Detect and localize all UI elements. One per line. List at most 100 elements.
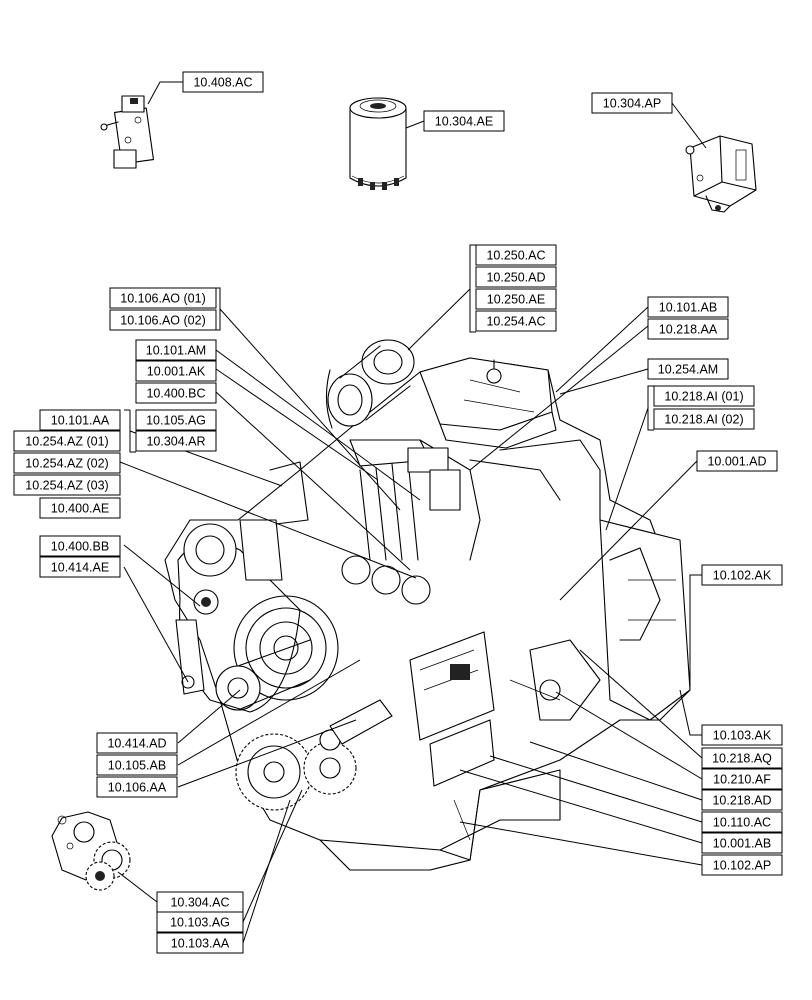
part-number-text: 10.304.AC	[170, 896, 229, 910]
part-label-box	[647, 296, 729, 318]
part-label-10-218-ad: 10.218.AD	[701, 789, 783, 811]
part-number-text: 10.304.AP	[603, 97, 661, 111]
part-label-10-408-ac: 10.408.AC	[182, 71, 264, 93]
part-label-10-254-ac: 10.254.AC	[475, 310, 557, 332]
part-label-10-414-ad: 10.414.AD	[96, 732, 178, 754]
part-label-10-110-ac: 10.110.AC	[701, 811, 783, 833]
part-label-10-304-ar: 10.304.AR	[135, 430, 217, 452]
part-label-box	[696, 450, 778, 472]
part-label-box	[13, 474, 121, 496]
oil-pump-illustration	[51, 811, 131, 891]
part-number-text: 10.250.AD	[486, 271, 545, 285]
part-label-box	[653, 408, 755, 430]
part-label-box	[701, 789, 783, 811]
part-label-10-102-ap: 10.102.AP	[701, 854, 783, 876]
part-label-10-254-az-03: 10.254.AZ (03)	[13, 474, 121, 496]
part-number-text: 10.254.AZ (01)	[25, 435, 108, 449]
part-label-10-254-az-01: 10.254.AZ (01)	[13, 430, 121, 452]
part-label-10-218-ai-01: 10.218.AI (01)	[653, 385, 755, 407]
part-label-10-103-ak: 10.103.AK	[701, 724, 783, 746]
part-number-text: 10.400.BB	[51, 540, 109, 554]
part-number-text: 10.103.AA	[171, 937, 230, 951]
part-label-10-400-bc: 10.400.BC	[135, 382, 217, 404]
part-label-10-103-ag: 10.103.AG	[156, 911, 244, 933]
part-number-text: 10.106.AO (02)	[120, 314, 205, 328]
part-label-10-001-ab: 10.001.AB	[701, 832, 783, 854]
part-number-text: 10.250.AE	[487, 293, 545, 307]
oil-cooler-illustration	[685, 135, 757, 213]
part-label-box	[135, 430, 217, 452]
part-number-text: 10.400.AE	[51, 502, 109, 516]
part-label-box	[701, 768, 783, 790]
part-label-box	[591, 92, 673, 114]
engine-illustration	[164, 339, 691, 871]
part-number-text: 10.101.AB	[659, 301, 717, 315]
part-number-text: 10.103.AK	[713, 729, 772, 743]
part-label-box	[701, 564, 783, 586]
part-number-text: 10.218.AQ	[712, 752, 772, 766]
part-label-10-254-am: 10.254.AM	[647, 358, 729, 380]
part-number-text: 10.110.AC	[713, 816, 771, 830]
part-number-text: 10.414.AE	[51, 561, 109, 575]
part-label-10-103-aa: 10.103.AA	[156, 932, 244, 954]
part-number-text: 10.250.AC	[486, 249, 545, 263]
part-label-10-414-ae: 10.414.AE	[39, 556, 121, 578]
part-label-box	[647, 358, 729, 380]
part-label-box	[647, 318, 729, 340]
part-label-box	[701, 854, 783, 876]
part-label-box	[96, 732, 178, 754]
part-label-10-001-ad: 10.001.AD	[696, 450, 778, 472]
part-label-box	[135, 409, 217, 431]
part-label-box	[156, 911, 244, 933]
part-label-10-304-ac: 10.304.AC	[156, 891, 244, 913]
part-number-text: 10.101.AA	[51, 414, 110, 428]
part-label-box	[13, 430, 121, 452]
part-label-10-218-aq: 10.218.AQ	[701, 747, 783, 769]
part-number-text: 10.304.AE	[435, 115, 493, 129]
part-number-text: 10.106.AA	[108, 781, 167, 795]
part-label-box	[701, 811, 783, 833]
part-number-text: 10.102.AK	[713, 569, 772, 583]
part-number-text: 10.254.AC	[486, 315, 545, 329]
part-number-text: 10.103.AG	[170, 916, 230, 930]
part-label-10-400-bb: 10.400.BB	[39, 535, 121, 557]
part-number-text: 10.254.AZ (03)	[25, 479, 108, 493]
sensor-module-illustration	[100, 95, 155, 169]
part-label-10-218-ai-02: 10.218.AI (02)	[653, 408, 755, 430]
part-number-text: 10.001.AB	[713, 837, 771, 851]
part-label-box	[109, 287, 217, 309]
part-label-10-102-ak: 10.102.AK	[701, 564, 783, 586]
part-label-10-400-ae: 10.400.AE	[39, 497, 121, 519]
part-label-10-250-ad: 10.250.AD	[475, 266, 557, 288]
part-label-10-254-az-02: 10.254.AZ (02)	[13, 452, 121, 474]
part-label-box	[109, 309, 217, 331]
part-number-text: 10.304.AR	[146, 435, 205, 449]
part-labels: 10.408.AC 10.304.AE 10.304.AP 10.250.AC 10.2…	[13, 71, 783, 954]
part-label-box	[653, 385, 755, 407]
part-label-box	[13, 452, 121, 474]
part-label-box	[701, 724, 783, 746]
part-label-10-106-ao-02: 10.106.AO (02)	[109, 309, 217, 331]
part-label-box	[156, 932, 244, 954]
part-number-text: 10.254.AZ (02)	[25, 457, 108, 471]
part-label-box	[701, 832, 783, 854]
part-label-box	[475, 244, 557, 266]
part-label-box	[475, 266, 557, 288]
part-label-box	[39, 556, 121, 578]
part-label-box	[135, 382, 217, 404]
part-label-box	[135, 360, 217, 382]
leader-lines	[110, 81, 707, 944]
part-label-box	[423, 110, 505, 132]
part-number-text: 10.106.AO (01)	[120, 292, 205, 306]
part-label-10-106-aa: 10.106.AA	[96, 776, 178, 798]
part-label-box	[135, 339, 217, 361]
part-label-box	[475, 310, 557, 332]
part-label-box	[39, 535, 121, 557]
part-label-10-210-af: 10.210.AF	[701, 768, 783, 790]
part-number-text: 10.210.AF	[713, 773, 771, 787]
part-number-text: 10.105.AB	[108, 759, 166, 773]
part-label-box	[475, 288, 557, 310]
part-label-box	[39, 497, 121, 519]
part-number-text: 10.218.AD	[712, 794, 771, 808]
